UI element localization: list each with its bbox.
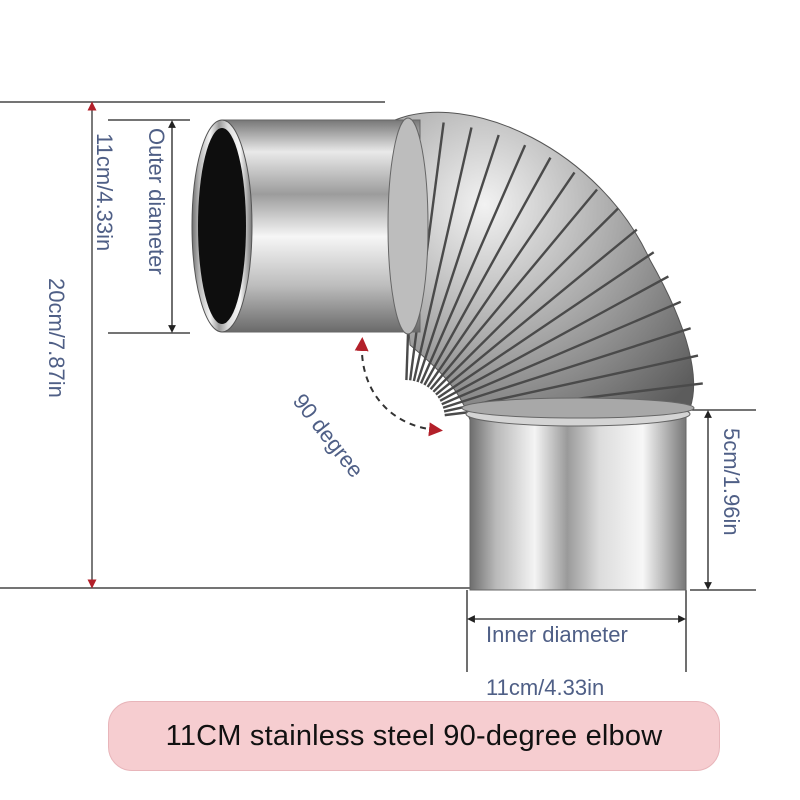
title-banner-text: 11CM stainless steel 90-degree elbow <box>165 719 663 752</box>
angle-arrow <box>354 337 443 437</box>
inner-diameter-label: Inner diameter <box>486 622 628 647</box>
outer-diameter-label: Outer diameter <box>144 128 169 275</box>
corrugated-bend <box>394 111 703 421</box>
inner-size-label: 11cm/4.33in <box>486 675 605 700</box>
bottom-collar <box>461 397 695 591</box>
collar-height-label: 5cm/1.96in <box>719 428 744 536</box>
outer-size-label: 11cm/4.33in <box>92 133 117 252</box>
top-collar <box>191 117 429 335</box>
total-height-label: 20cm/7.87in <box>44 278 69 398</box>
dimension-lines <box>0 101 756 672</box>
title-banner: 11CM stainless steel 90-degree elbow <box>108 701 720 771</box>
